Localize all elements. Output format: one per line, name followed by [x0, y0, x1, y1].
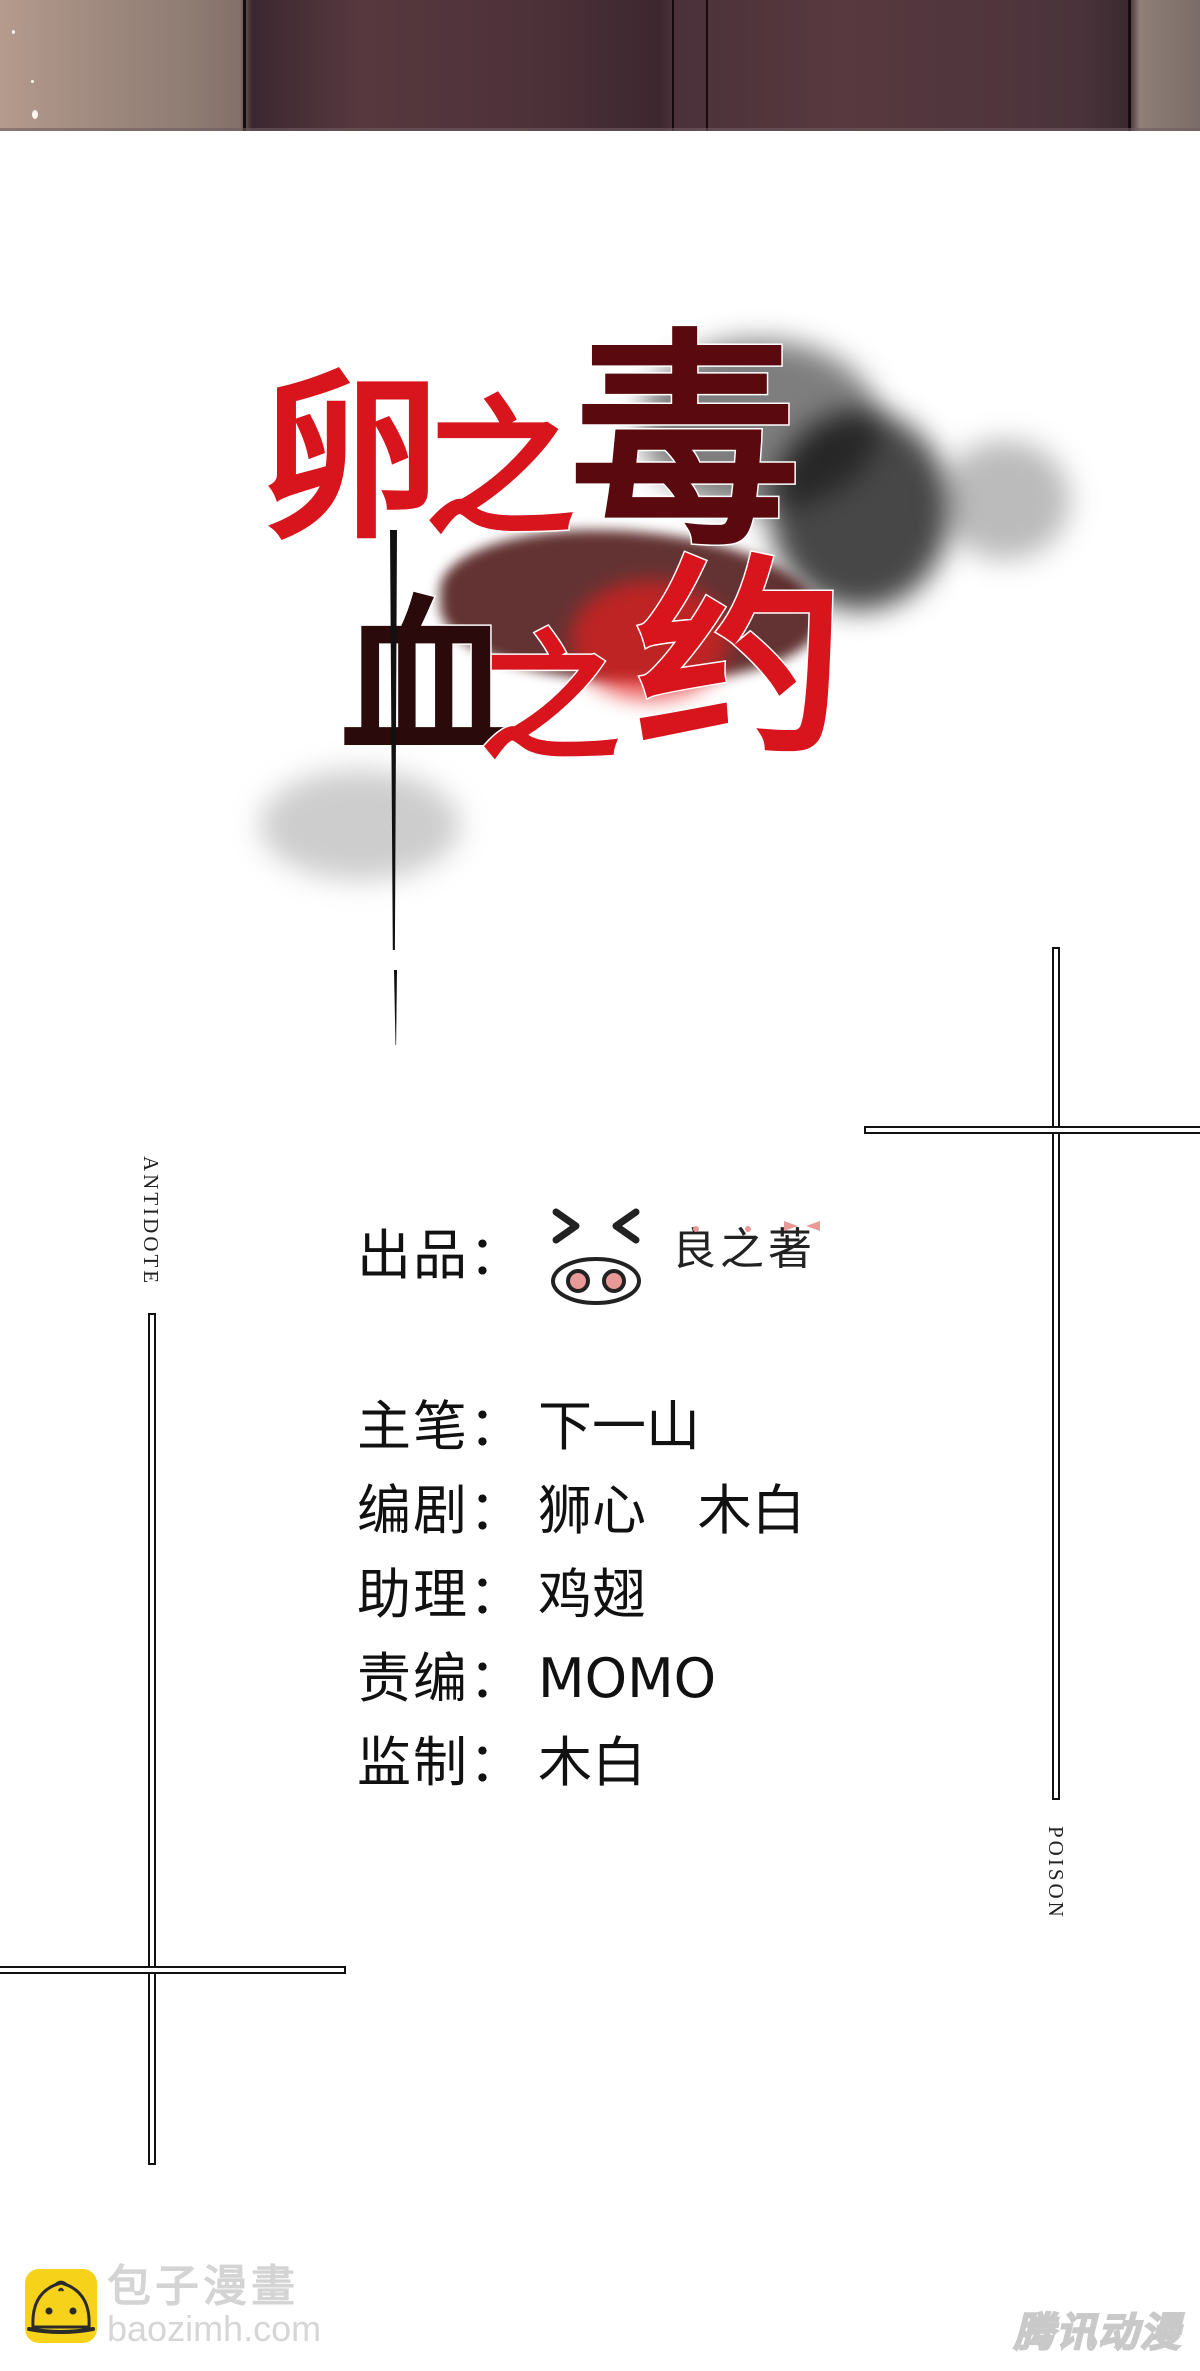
ink-splash — [770, 410, 950, 610]
decor-vertical-line-right — [1052, 947, 1060, 1800]
red-splash — [570, 580, 730, 700]
logo-char-zhi: 之 — [423, 383, 576, 557]
ink-splash — [260, 770, 460, 880]
logo-char-yue: 约 — [633, 537, 846, 782]
credit-value: 狮心 木白 — [538, 1479, 806, 1542]
baozi-name: 包子漫畫 — [107, 2261, 299, 2312]
studio-accent-dot — [693, 1226, 699, 1232]
credit-row-artist: 主笔： 下一山 — [357, 1397, 700, 1457]
credit-row-editor: 责编： MOMO — [357, 1649, 716, 1709]
light-spark — [32, 110, 38, 119]
illustration-line — [1128, 0, 1131, 131]
baozi-url[interactable]: baozimh.com — [107, 2308, 322, 2349]
studio-name: 良之著 — [672, 1224, 816, 1275]
decor-horizontal-line-left — [0, 1966, 346, 1974]
logo-char-luan: 卵 — [258, 355, 441, 564]
pig-face-icon — [548, 1206, 644, 1306]
logo-char-du: 毒 — [568, 311, 801, 578]
side-label-antidote: ANTIDOTE — [139, 1156, 163, 1287]
tencent-comic-watermark: 腾讯动漫 — [1013, 2309, 1182, 2357]
credit-value: 木白 — [538, 1731, 646, 1794]
illustration-line — [243, 0, 246, 131]
logo-spike — [390, 530, 397, 950]
credit-label: 编剧： — [357, 1479, 525, 1542]
illustration-line — [706, 0, 708, 131]
credit-value: 鸡翅 — [538, 1563, 646, 1626]
side-label-poison: POISON — [1044, 1826, 1068, 1920]
credit-label: 责编： — [357, 1647, 525, 1710]
studio-bow-icon — [784, 1221, 798, 1231]
decor-vertical-line-left — [148, 1313, 156, 2165]
logo-spike-tail — [394, 970, 397, 1045]
baozi-bun-icon — [25, 2269, 97, 2343]
decor-horizontal-line-right — [864, 1126, 1200, 1134]
credit-row-writer: 编剧： 狮心 木白 — [357, 1481, 806, 1541]
credit-label: 主笔： — [357, 1395, 525, 1458]
credit-row-producer: 出品： — [357, 1226, 538, 1286]
logo-char-xue: 血 — [338, 581, 511, 779]
baozi-watermark[interactable]: 包子漫畫 baozimh.com — [25, 2265, 321, 2347]
illustration-edge — [0, 128, 1200, 131]
light-spark — [31, 80, 34, 83]
ink-splash — [940, 440, 1070, 560]
credit-value: 下一山 — [538, 1395, 700, 1458]
credit-row-supervisor: 监制： 木白 — [357, 1733, 646, 1793]
credit-label: 助理： — [357, 1563, 525, 1626]
credit-row-assistant: 助理： 鸡翅 — [357, 1565, 646, 1625]
studio-bow-icon — [806, 1221, 820, 1231]
credit-label: 出品： — [357, 1224, 525, 1287]
light-spark — [12, 30, 15, 34]
credit-label: 监制： — [357, 1731, 525, 1794]
top-illustration-strip — [0, 0, 1200, 131]
title-logo: 卵 之 毒 血 之 约 — [240, 311, 1100, 1050]
studio-accent-dot — [745, 1226, 751, 1232]
credit-value: MOMO — [538, 1647, 717, 1710]
logo-char-zhi2: 之 — [478, 618, 621, 781]
baozi-text: 包子漫畫 baozimh.com — [107, 2265, 321, 2347]
illustration-line — [672, 0, 674, 131]
